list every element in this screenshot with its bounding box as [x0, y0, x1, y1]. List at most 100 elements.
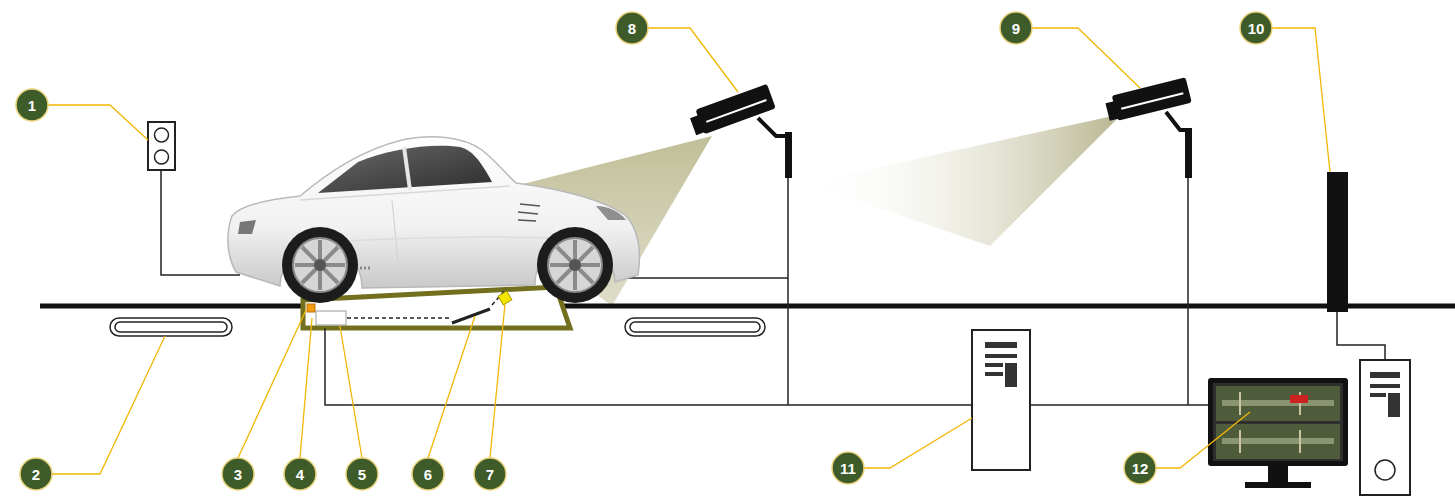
leader-line	[52, 336, 165, 474]
leader-line	[300, 318, 312, 458]
car-wheel	[282, 227, 358, 303]
callout-number: 1	[16, 89, 48, 121]
leader-line	[490, 304, 505, 458]
callout-circle	[616, 12, 648, 44]
leader-line	[1032, 28, 1140, 88]
surveillance-camera	[1121, 93, 1183, 108]
surveillance-camera	[1104, 77, 1192, 123]
car-wheel	[282, 227, 358, 303]
traffic-light	[155, 128, 169, 142]
server-tower	[972, 330, 1030, 470]
server-tower	[1005, 363, 1017, 387]
car-illustration	[318, 146, 492, 193]
computer-tower	[1370, 393, 1386, 397]
computer-tower	[1360, 360, 1410, 495]
surveillance-camera	[1112, 77, 1192, 121]
surveillance-camera	[688, 84, 792, 178]
car-wheel	[550, 240, 600, 290]
computer-tower	[1370, 372, 1400, 378]
surveillance-camera	[696, 84, 776, 134]
leader-line	[1156, 412, 1250, 468]
callout-number: 12	[1124, 452, 1156, 484]
surveillance-camera	[1185, 128, 1192, 178]
monitor	[1208, 378, 1348, 466]
car-wheel	[293, 238, 347, 292]
barrier-pole	[1327, 172, 1348, 312]
surveillance-camera	[1166, 112, 1190, 130]
leader-line	[48, 28, 1330, 474]
signal-wire	[628, 277, 788, 279]
surveillance-camera	[758, 118, 788, 136]
loop-sensor	[625, 318, 765, 336]
leader-line	[648, 28, 738, 92]
callout-circle	[1000, 12, 1032, 44]
callout-number: 4	[284, 458, 316, 490]
callout-number: 5	[346, 458, 378, 490]
server-tower	[972, 330, 1030, 470]
loop-sensor	[110, 318, 232, 336]
leader-line	[1272, 28, 1330, 172]
car-wheel	[548, 238, 602, 292]
computer-tower	[1375, 460, 1395, 480]
signal-wire	[1030, 404, 1210, 406]
mirror	[452, 309, 490, 323]
callout-circle	[1240, 12, 1272, 44]
traffic-light	[148, 122, 175, 170]
leader-line	[48, 105, 148, 140]
car-wheel	[537, 227, 613, 303]
pit-sensor	[307, 304, 315, 312]
computer-tower	[1388, 393, 1400, 417]
callout-circle	[832, 452, 864, 484]
callout-circle	[20, 458, 52, 490]
callout-number: 3	[222, 458, 254, 490]
computer-tower	[1360, 360, 1410, 495]
signal-wire	[1187, 176, 1189, 405]
callout-number: 9	[1000, 12, 1032, 44]
server-tower	[985, 372, 1003, 376]
callout-group	[16, 12, 1272, 490]
computer-tower	[1370, 384, 1400, 388]
car-wheel	[569, 259, 581, 271]
monitor	[1290, 395, 1308, 403]
pit-light	[498, 291, 512, 305]
server-tower	[985, 363, 1003, 367]
road-surface	[40, 304, 1455, 309]
callout-number: 7	[474, 458, 506, 490]
callout-circle	[412, 458, 444, 490]
callout-circle	[284, 458, 316, 490]
surveillance-camera	[706, 100, 766, 122]
signal-wire	[787, 178, 789, 405]
callout-number: 11	[832, 452, 864, 484]
leader-line	[864, 418, 972, 468]
callout-circle	[222, 458, 254, 490]
monitor	[1222, 403, 1334, 441]
monitor	[1208, 378, 1348, 488]
car-wheel	[537, 227, 613, 303]
traffic-light	[155, 150, 169, 164]
car-illustration	[238, 220, 256, 234]
leader-line	[238, 310, 306, 458]
callout-circle	[346, 458, 378, 490]
signal-wire	[325, 328, 972, 405]
callout-circle	[474, 458, 506, 490]
car-wheel	[295, 240, 345, 290]
car-illustration	[404, 147, 410, 190]
server-tower	[985, 354, 1017, 358]
car-wheel	[314, 259, 326, 271]
callout-number: 6	[412, 458, 444, 490]
loop-sensor	[625, 318, 765, 336]
car-illustration	[596, 206, 626, 220]
leader-line	[428, 316, 475, 458]
callout-circle	[1124, 452, 1156, 484]
surveillance-camera	[1105, 101, 1119, 121]
car-illustration	[518, 204, 540, 221]
callout-number: 10	[1240, 12, 1272, 44]
loop-sensor	[115, 322, 227, 332]
surveillance-camera	[1104, 77, 1192, 178]
server-tower	[985, 342, 1017, 348]
car-illustration	[300, 186, 510, 200]
surveillance-camera	[785, 132, 792, 178]
callout-circle	[16, 89, 48, 121]
